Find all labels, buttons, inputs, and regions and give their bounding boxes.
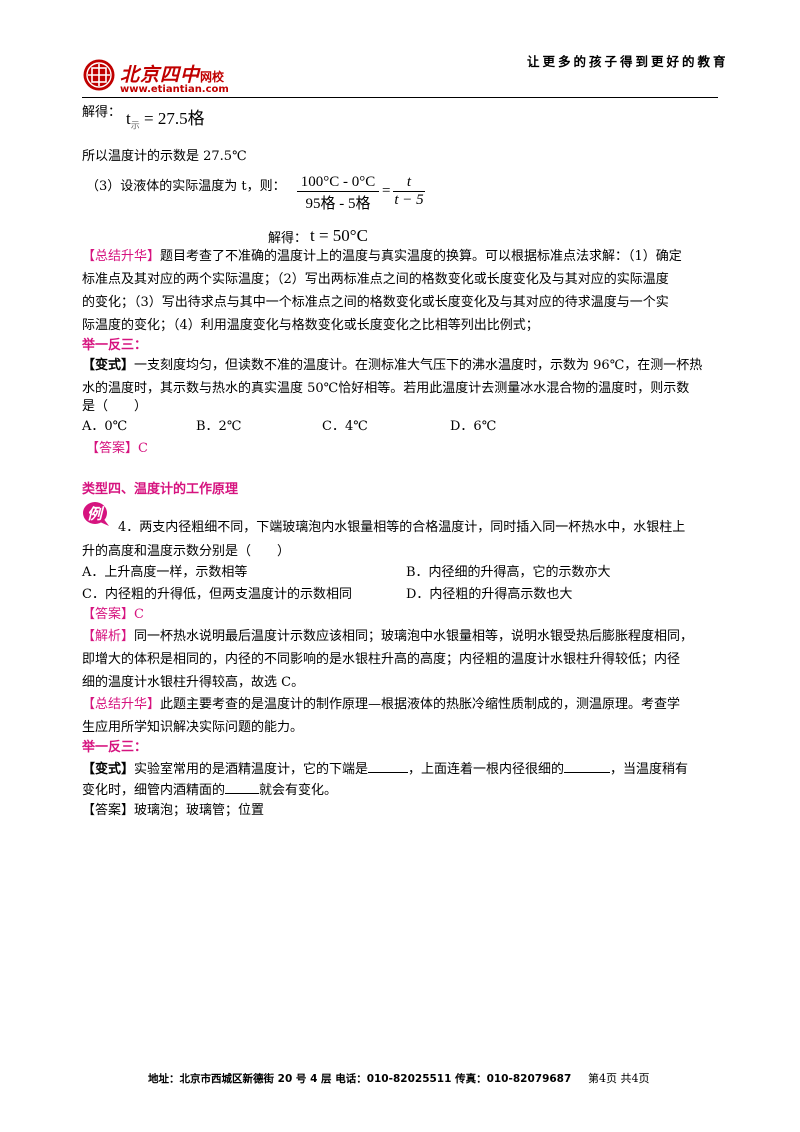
summary-paragraph-2: 【总结升华】此题主要考查的是温度计的制作原理—根据液体的热胀冷缩性质制成的，测温… <box>82 697 681 712</box>
summary-tag: 【总结升华】 <box>82 249 161 264</box>
summary-1-line-4: 际温度的变化；（4）利用温度变化与格数变化或长度变化之比相等列出比例式； <box>82 318 539 333</box>
example-4-option-c: C．内径粗的升得低，但两支温度计的示数相同 <box>82 587 352 602</box>
section-title-type-4: 类型四、温度计的工作原理 <box>82 482 239 497</box>
example-4-option-a: A．上升高度一样，示数相等 <box>82 565 248 580</box>
practice-heading-2: 举一反三： <box>82 740 148 755</box>
variant-1-option-a: A．0℃ <box>82 419 128 434</box>
variant-1-option-c: C．4℃ <box>322 419 368 434</box>
variant-1-line-3: 是（ ） <box>82 399 148 414</box>
analysis-paragraph: 【解析】同一杯热水说明最后温度计示数应该相同；玻璃泡中水银量相等，说明水银受热后… <box>82 629 694 644</box>
summary-2-line-2: 生应用所学知识解决实际问题的能力。 <box>82 720 304 735</box>
analysis-line-3: 细的温度计水银柱升得较高，故选 C。 <box>82 675 305 690</box>
analysis-line-2: 即增大的体积是相同的，内径的不同影响的是水银柱升高的高度；内径粗的温度计水银柱升… <box>82 652 681 667</box>
summary-1-line-3: 的变化；（3）写出待求点与其中一个标准点之间的格数变化或长度变化及与其对应的待求… <box>82 295 669 310</box>
example-badge-label: 例 <box>87 505 103 523</box>
answer-3: 【答案】玻璃泡；玻璃管；位置 <box>82 803 265 818</box>
answer-2: 【答案】C <box>82 607 144 622</box>
example-4-line-2: 升的高度和温度示数分别是（ ） <box>82 544 291 559</box>
header: 北京四中网校 www.etiantian.com 让更多的孩子得到更好的教育 <box>0 0 800 100</box>
variant-1-question: 【变式】一支刻度均匀，但读数不准的温度计。在测标准大气压下的沸水温度时，示数为 … <box>82 358 703 373</box>
fill-blank-2[interactable] <box>564 758 611 773</box>
variant-1-line-2: 水的温度时，其示数与热水的真实温度 50℃恰好相等。若用此温度计去测量冰水混合物… <box>82 381 690 396</box>
logo-title: 北京四中网校 <box>120 64 225 86</box>
variant-2-question: 【变式】实验室常用的是酒精温度计，它的下端是，上面连着一根内径很细的，当温度稍有 <box>82 758 688 780</box>
variant-1-option-d: D．6℃ <box>450 419 497 434</box>
school-seal-icon <box>82 58 116 92</box>
logo-url: www.etiantian.com <box>120 84 229 95</box>
solve-label-2: 解得： <box>268 231 308 246</box>
answer-1: 【答案】C <box>86 441 148 456</box>
slogan: 让更多的孩子得到更好的教育 <box>527 54 729 69</box>
result-temperature: t = 50°C <box>310 226 368 245</box>
example-4-option-d: D．内径粗的升得高示数也大 <box>406 587 573 602</box>
example-4-option-b: B．内径细的升得高，它的示数亦大 <box>406 565 611 580</box>
practice-heading-1: 举一反三： <box>82 338 148 353</box>
summary-1-line-2: 标准点及其对应的两个实际温度；（2）写出两标准点之间的格数变化或长度变化及与其对… <box>82 272 669 287</box>
page-number: 第4页 共4页 <box>588 1072 650 1085</box>
footer-address: 地址：北京市西城区新德街 20 号 4 层 电话：010-82025511 传真… <box>148 1073 572 1085</box>
equals-sign: = <box>382 183 391 199</box>
example-badge-icon <box>82 500 112 526</box>
fill-blank-1[interactable] <box>368 758 409 773</box>
variant-1-option-b: B．2℃ <box>196 419 242 434</box>
question-3-text: （3）设液体的实际温度为 t，则： <box>86 179 286 194</box>
fraction-variable: t t − 5 <box>393 174 425 208</box>
fill-blank-3[interactable] <box>225 779 260 794</box>
solve-label-1: 解得： <box>82 105 122 120</box>
variant-2-line-2: 变化时，细管内酒精面的就会有变化。 <box>82 779 337 801</box>
reading-statement: 所以温度计的示数是 27.5℃ <box>82 149 247 164</box>
t-display-equation: t示 = 27.5格 <box>126 109 205 131</box>
summary-paragraph-1: 【总结升华】题目考查了不准确的温度计上的温度与真实温度的换算。可以根据标准点法求… <box>82 249 682 264</box>
header-rule <box>82 97 718 98</box>
example-4-question: 4．两支内径粗细不同，下端玻璃泡内水银量相等的合格温度计，同时插入同一杯热水中，… <box>118 520 686 535</box>
fraction-temperature-ratio: 100°C - 0°C 95格 - 5格 <box>297 174 379 213</box>
